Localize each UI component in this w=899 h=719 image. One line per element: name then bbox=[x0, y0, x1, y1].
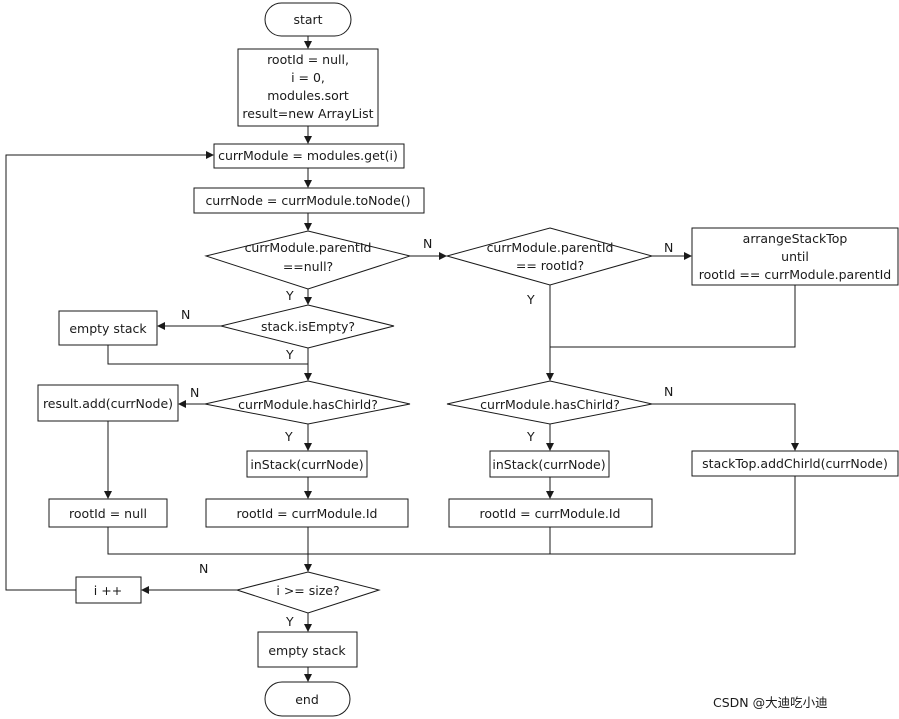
edge-label-has-child-left-no: N bbox=[190, 385, 199, 400]
parent-null-decision: currModule.parentId ==null? bbox=[204, 230, 412, 290]
stack-empty-decision: stack.isEmpty? bbox=[220, 304, 395, 349]
rootid-curr-right-process: rootId = currModule.Id bbox=[448, 498, 653, 528]
empty-stack-left-process: empty stack bbox=[58, 310, 158, 346]
arrange-line-3: rootId == currModule.parentId bbox=[699, 267, 891, 282]
end-label: end bbox=[295, 692, 319, 707]
arrowhead-arrange bbox=[684, 252, 692, 260]
i-inc-process: i ++ bbox=[75, 576, 142, 604]
arrange-line-2: until bbox=[781, 249, 809, 264]
parent-null-line-2: ==null? bbox=[283, 259, 333, 274]
edge-label-i-check-no: N bbox=[199, 561, 208, 576]
stacktop-add-label: stackTop.addChirld(currNode) bbox=[702, 456, 888, 471]
edge-label-parent-null-no: N bbox=[423, 236, 432, 251]
init-line-4: result=new ArrayList bbox=[242, 106, 373, 121]
connector-hasright-no bbox=[652, 403, 796, 445]
result-add-process: result.add(currNode) bbox=[37, 384, 179, 422]
empty-stack-end-label: empty stack bbox=[268, 643, 346, 658]
rootid-null-process: rootId = null bbox=[48, 498, 168, 528]
get-module-process: currModule = modules.get(i) bbox=[213, 143, 405, 169]
arrowhead-iinc bbox=[141, 586, 149, 594]
has-child-left-decision: currModule.hasChirld? bbox=[204, 380, 411, 425]
arrowhead-parentnull bbox=[304, 223, 312, 231]
edge-label-has-child-left-yes: Y bbox=[284, 429, 293, 444]
start-node: start bbox=[264, 2, 352, 37]
instack-right-process: inStack(currNode) bbox=[489, 450, 610, 478]
arrange-process: arrangeStackTop until rootId == currModu… bbox=[691, 227, 899, 286]
get-module-label: currModule = modules.get(i) bbox=[218, 148, 398, 163]
parent-eq-root-decision: currModule.parentId == rootId? bbox=[445, 227, 654, 286]
i-inc-label: i ++ bbox=[94, 583, 122, 598]
init-line-1: rootId = null, bbox=[267, 52, 349, 67]
i-check-label: i >= size? bbox=[276, 583, 339, 598]
edge-label-parent-eq-root-yes: Y bbox=[526, 292, 535, 307]
instack-left-label: inStack(currNode) bbox=[250, 457, 363, 472]
edge-label-i-check-yes: Y bbox=[285, 614, 294, 629]
edge-label-parent-null-yes: Y bbox=[285, 288, 294, 303]
arrowhead-emptystack-left bbox=[157, 322, 165, 330]
has-child-right-label: currModule.hasChirld? bbox=[480, 397, 620, 412]
start-label: start bbox=[293, 12, 322, 27]
arrowhead-rootid-curr-right bbox=[546, 491, 554, 499]
connectors bbox=[5, 36, 796, 676]
instack-right-label: inStack(currNode) bbox=[492, 457, 605, 472]
connector-bottom-merge bbox=[107, 476, 796, 555]
edge-label-stack-empty-no: N bbox=[181, 307, 190, 322]
edge-labels: N Y N Y N Y N Y N Y N Y bbox=[181, 236, 673, 629]
result-add-label: result.add(currNode) bbox=[43, 396, 173, 411]
arrowheads bbox=[104, 41, 799, 682]
instack-left-process: inStack(currNode) bbox=[246, 450, 368, 478]
empty-stack-end-process: empty stack bbox=[257, 631, 358, 668]
has-child-left-label: currModule.hasChirld? bbox=[238, 397, 378, 412]
arrowhead-tonode bbox=[304, 180, 312, 188]
end-node: end bbox=[264, 681, 351, 717]
rootid-curr-right-label: rootId = currModule.Id bbox=[479, 506, 620, 521]
to-node-label: currNode = currModule.toNode() bbox=[205, 193, 410, 208]
watermark: CSDN @大迪吃小迪 bbox=[713, 695, 828, 710]
parent-null-line-1: currModule.parentId bbox=[245, 240, 372, 255]
arrowhead-icheck bbox=[304, 564, 312, 572]
arrowhead-rootid-curr-left bbox=[304, 491, 312, 499]
arrange-line-1: arrangeStackTop bbox=[743, 231, 848, 246]
init-line-3: modules.sort bbox=[267, 88, 349, 103]
edge-label-stack-empty-yes: Y bbox=[285, 347, 294, 362]
edge-label-parent-eq-root-no: N bbox=[664, 240, 673, 255]
parent-eq-root-line-1: currModule.parentId bbox=[487, 240, 614, 255]
arrowhead-end bbox=[304, 674, 312, 682]
stacktop-add-process: stackTop.addChirld(currNode) bbox=[691, 450, 899, 477]
arrowhead-instack-left bbox=[304, 443, 312, 451]
empty-stack-left-label: empty stack bbox=[69, 321, 147, 336]
arrowhead-rootid-null bbox=[104, 491, 112, 499]
edge-label-has-child-right-yes: Y bbox=[526, 429, 535, 444]
arrowhead-loop bbox=[206, 151, 214, 159]
init-process: rootId = null, i = 0, modules.sort resul… bbox=[237, 48, 379, 127]
to-node-process: currNode = currModule.toNode() bbox=[193, 187, 425, 214]
arrowhead-parenteq bbox=[439, 252, 447, 260]
arrowhead-get bbox=[304, 136, 312, 144]
parent-eq-root-line-2: == rootId? bbox=[516, 258, 584, 273]
rootid-curr-left-process: rootId = currModule.Id bbox=[205, 498, 409, 528]
arrowhead-hasright bbox=[546, 373, 554, 381]
arrowhead-instack-right bbox=[546, 443, 554, 451]
arrowhead-stacktop bbox=[791, 443, 799, 451]
arrowhead-stackempty bbox=[304, 297, 312, 305]
arrowhead-init bbox=[304, 41, 312, 49]
connector-emptystack-merge bbox=[107, 345, 308, 365]
init-line-2: i = 0, bbox=[291, 70, 325, 85]
stack-empty-label: stack.isEmpty? bbox=[261, 319, 355, 334]
rootid-curr-left-label: rootId = currModule.Id bbox=[236, 506, 377, 521]
edge-label-has-child-right-no: N bbox=[664, 384, 673, 399]
arrowhead-hasleft bbox=[304, 373, 312, 381]
connector-loop-back bbox=[5, 154, 208, 591]
i-check-decision: i >= size? bbox=[235, 571, 381, 614]
arrowhead-emptystack-end bbox=[304, 624, 312, 632]
arrowhead-resultadd bbox=[178, 400, 186, 408]
has-child-right-decision: currModule.hasChirld? bbox=[446, 380, 653, 425]
connector-arrange-merge bbox=[550, 285, 796, 348]
rootid-null-label: rootId = null bbox=[69, 506, 147, 521]
